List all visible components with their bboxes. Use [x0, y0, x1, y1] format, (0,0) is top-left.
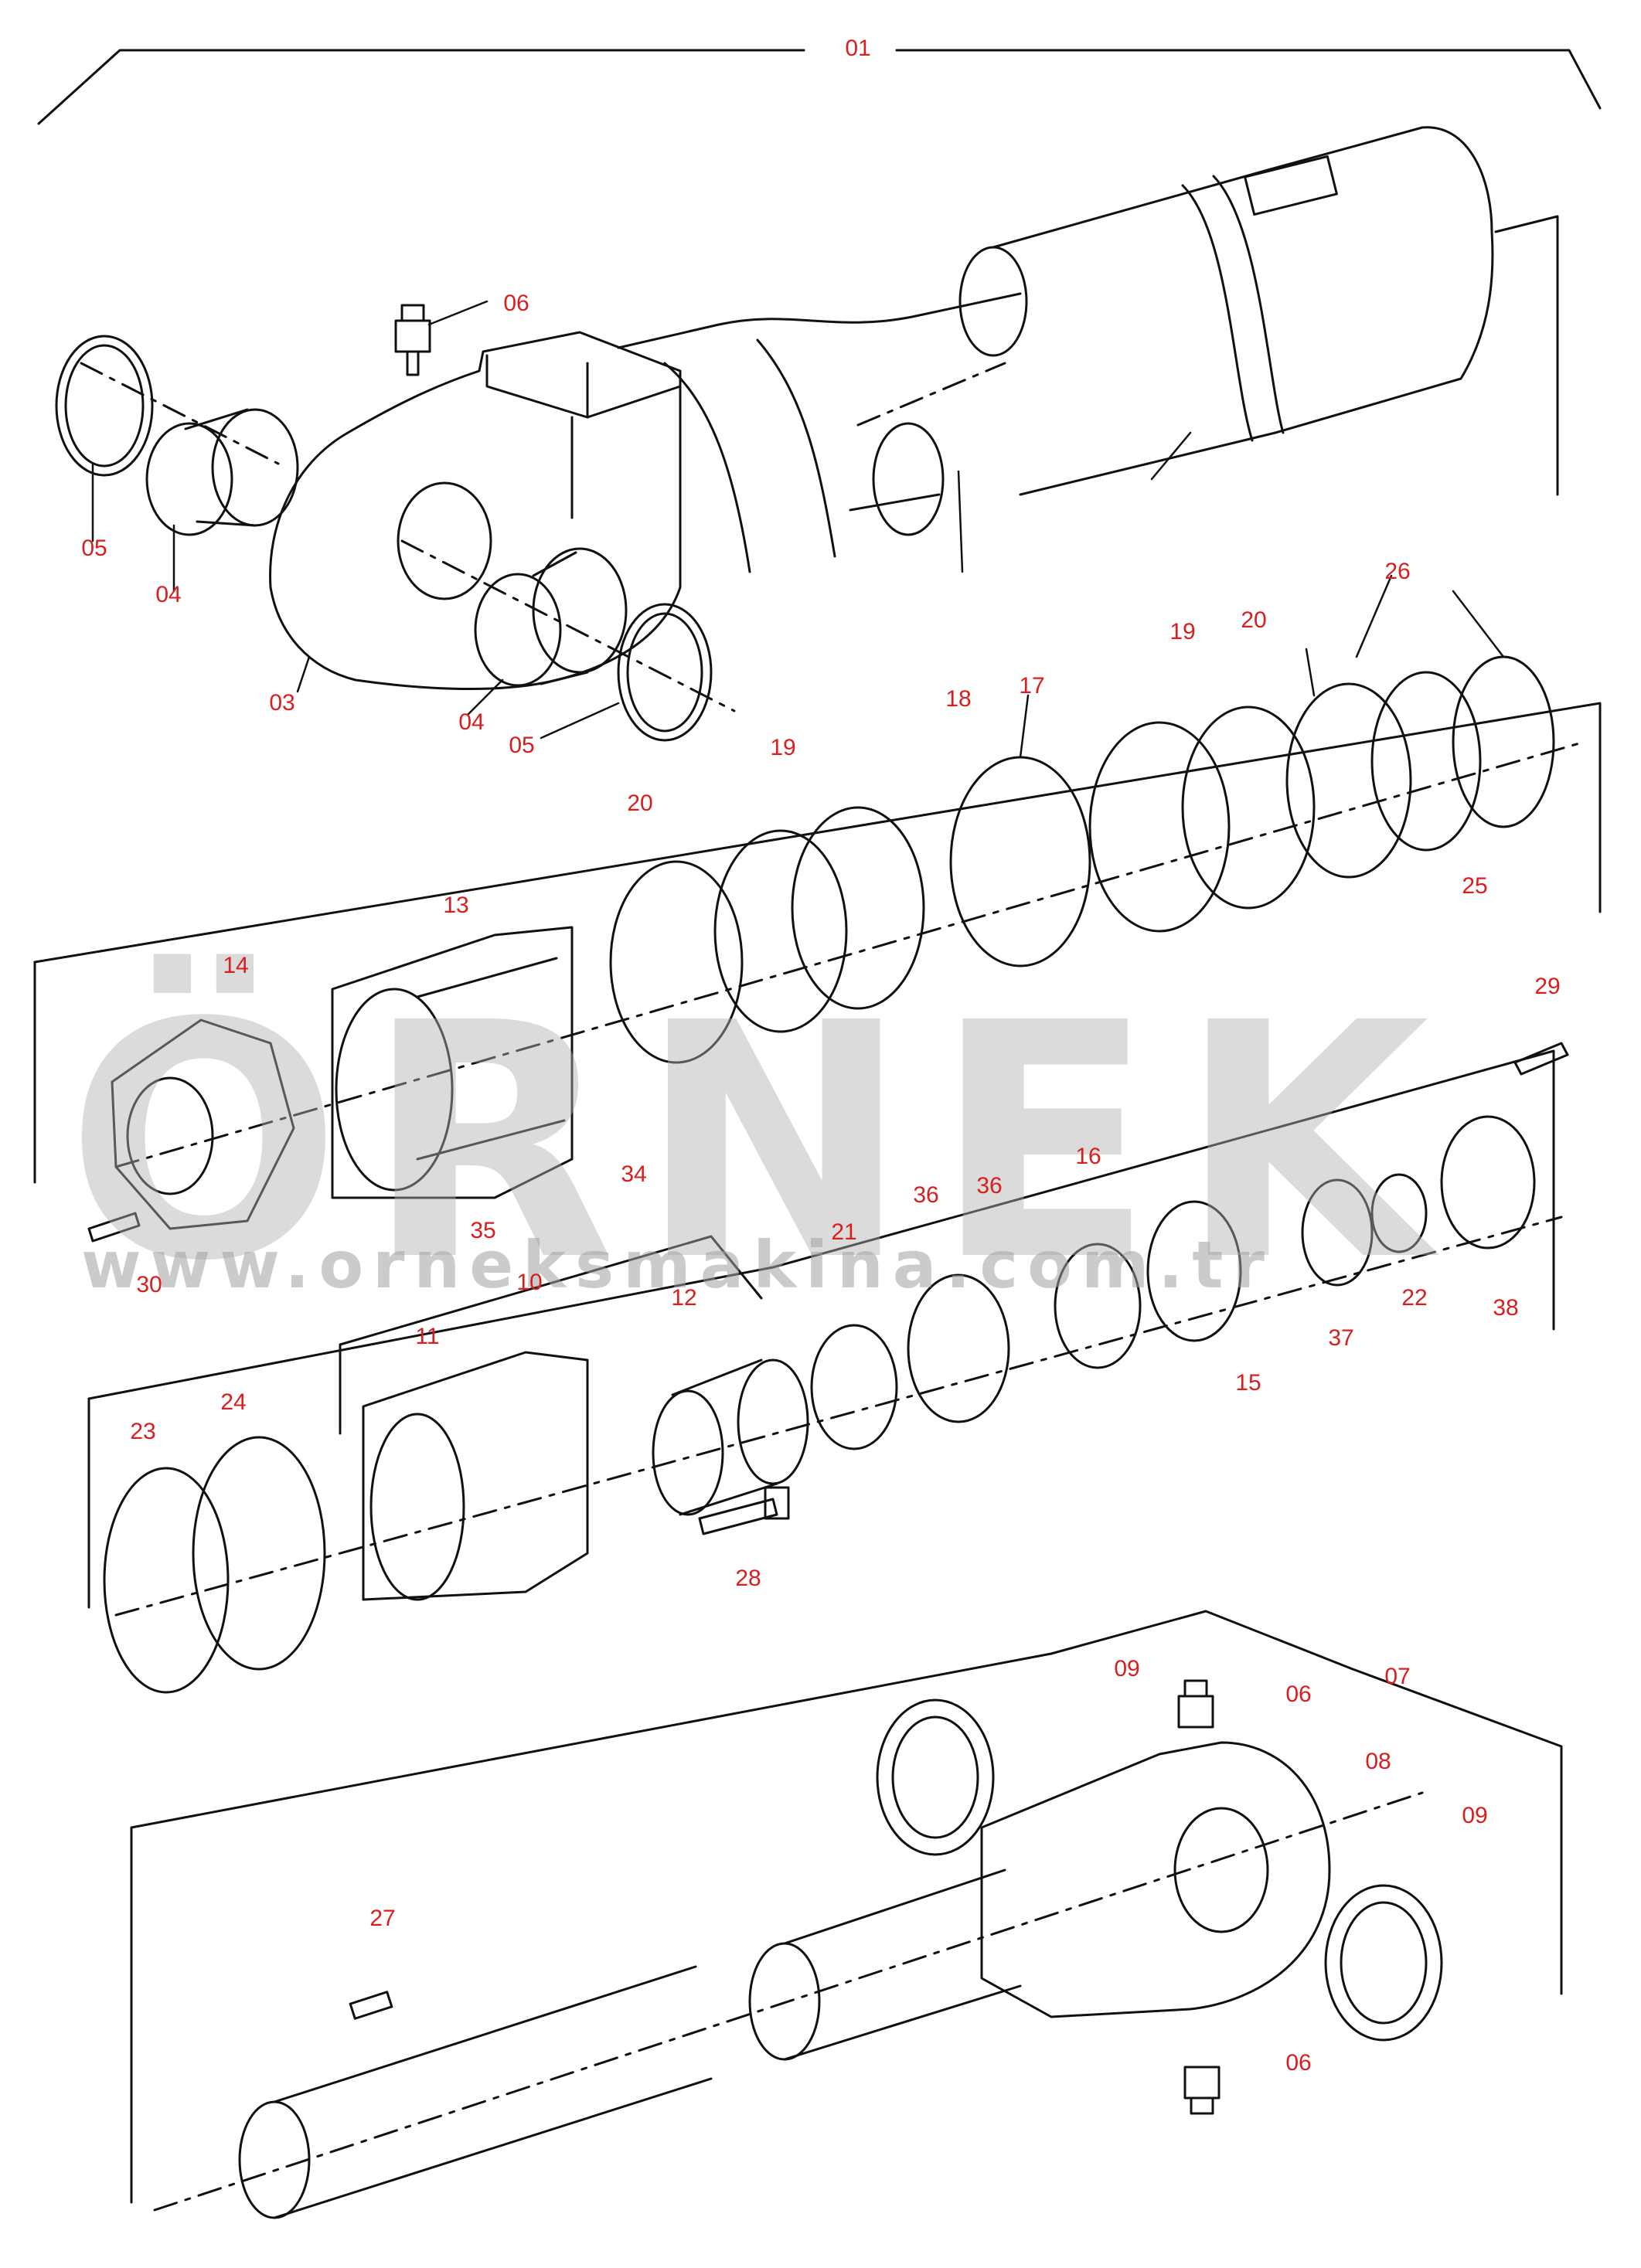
callout-06-bottom: 06: [1285, 2050, 1312, 2076]
rod-eye-08: [980, 1741, 1331, 2018]
seal-ring-05-lower: [617, 603, 713, 742]
callout-06-top: 06: [503, 291, 529, 316]
callout-26: 26: [1384, 559, 1411, 584]
callout-07: 07: [1384, 1664, 1411, 1689]
callout-19-left: 19: [770, 735, 796, 760]
assembly-bracket-10: [339, 1235, 763, 1435]
callout-20-right: 20: [1241, 607, 1267, 633]
callout-06-middle: 06: [1285, 1681, 1312, 1707]
grease-fitting-06-bottom: [1183, 2066, 1221, 2115]
gland-11: [362, 1351, 589, 1601]
assembly-bracket-07: [130, 1610, 1563, 2204]
grease-fitting-06-top: [394, 304, 431, 376]
callout-30: 30: [136, 1272, 162, 1297]
callout-34: 34: [621, 1161, 647, 1187]
callout-13: 13: [443, 893, 469, 918]
snap-ring-23: [103, 1467, 230, 1694]
callout-05-lower: 05: [509, 733, 535, 758]
callout-20-left: 20: [627, 791, 653, 816]
callout-28: 28: [735, 1566, 761, 1591]
watermark-brand: ÖRNEK: [66, 954, 1453, 1332]
callout-01: 01: [845, 36, 871, 61]
leader-lines: [91, 300, 1505, 759]
seal-ring-09-lower: [1324, 1884, 1443, 2042]
callout-23: 23: [130, 1419, 156, 1444]
callout-36-left: 36: [913, 1182, 939, 1208]
callout-27: 27: [369, 1906, 396, 1931]
seal-ring-05-upper: [55, 335, 154, 477]
cylinder-barrel: [617, 126, 1559, 573]
callout-22: 22: [1401, 1285, 1428, 1311]
callout-37: 37: [1328, 1325, 1354, 1351]
callout-08: 08: [1365, 1749, 1391, 1774]
callout-36-right: 36: [976, 1173, 1003, 1199]
callout-15: 15: [1235, 1370, 1261, 1396]
callout-38: 38: [1493, 1295, 1519, 1321]
piston-rod: [238, 1868, 1022, 2219]
axis-lines: [80, 362, 1586, 2212]
grease-fitting-06-middle: [1177, 1679, 1214, 1729]
callout-24: 24: [220, 1389, 247, 1415]
piston-13: [331, 926, 574, 1199]
assembly-bracket-01: [37, 49, 1602, 125]
callout-25: 25: [1462, 873, 1488, 899]
callout-04-upper: 04: [155, 582, 182, 607]
bushing-04-upper: [145, 408, 299, 536]
callout-19-right: 19: [1169, 619, 1196, 644]
bolt-28: [698, 1486, 790, 1535]
bushing-12: [652, 1358, 809, 1516]
set-screw-29: [1513, 1042, 1569, 1076]
set-screw-30: [87, 1212, 141, 1243]
callout-14: 14: [223, 953, 249, 978]
callout-12: 12: [671, 1285, 697, 1311]
callout-09-upper: 09: [1114, 1656, 1140, 1681]
callout-05-upper: 05: [81, 536, 107, 561]
slotted-nut-14: [111, 1018, 295, 1230]
callout-09-lower: 09: [1462, 1803, 1488, 1828]
callout-17: 17: [1019, 673, 1045, 699]
bushing-04-lower: [474, 547, 628, 687]
callout-21: 21: [831, 1219, 857, 1245]
assembly-frame-lower: [87, 1049, 1555, 1609]
callout-04-lower: 04: [458, 709, 485, 735]
callout-03: 03: [269, 690, 295, 716]
ring-24: [192, 1436, 326, 1671]
watermark-url: www.orneksmakina.com.tr: [81, 1227, 1274, 1303]
callout-10: 10: [516, 1270, 543, 1295]
callout-16: 16: [1075, 1144, 1101, 1169]
seal-group-lower-right: [810, 1115, 1536, 1450]
seal-ring-09-upper: [876, 1698, 995, 1856]
callout-18: 18: [945, 686, 972, 712]
callout-29: 29: [1534, 974, 1561, 999]
callout-35: 35: [470, 1218, 496, 1243]
assembly-frame-middle: [33, 702, 1602, 1184]
callout-11: 11: [415, 1324, 440, 1349]
